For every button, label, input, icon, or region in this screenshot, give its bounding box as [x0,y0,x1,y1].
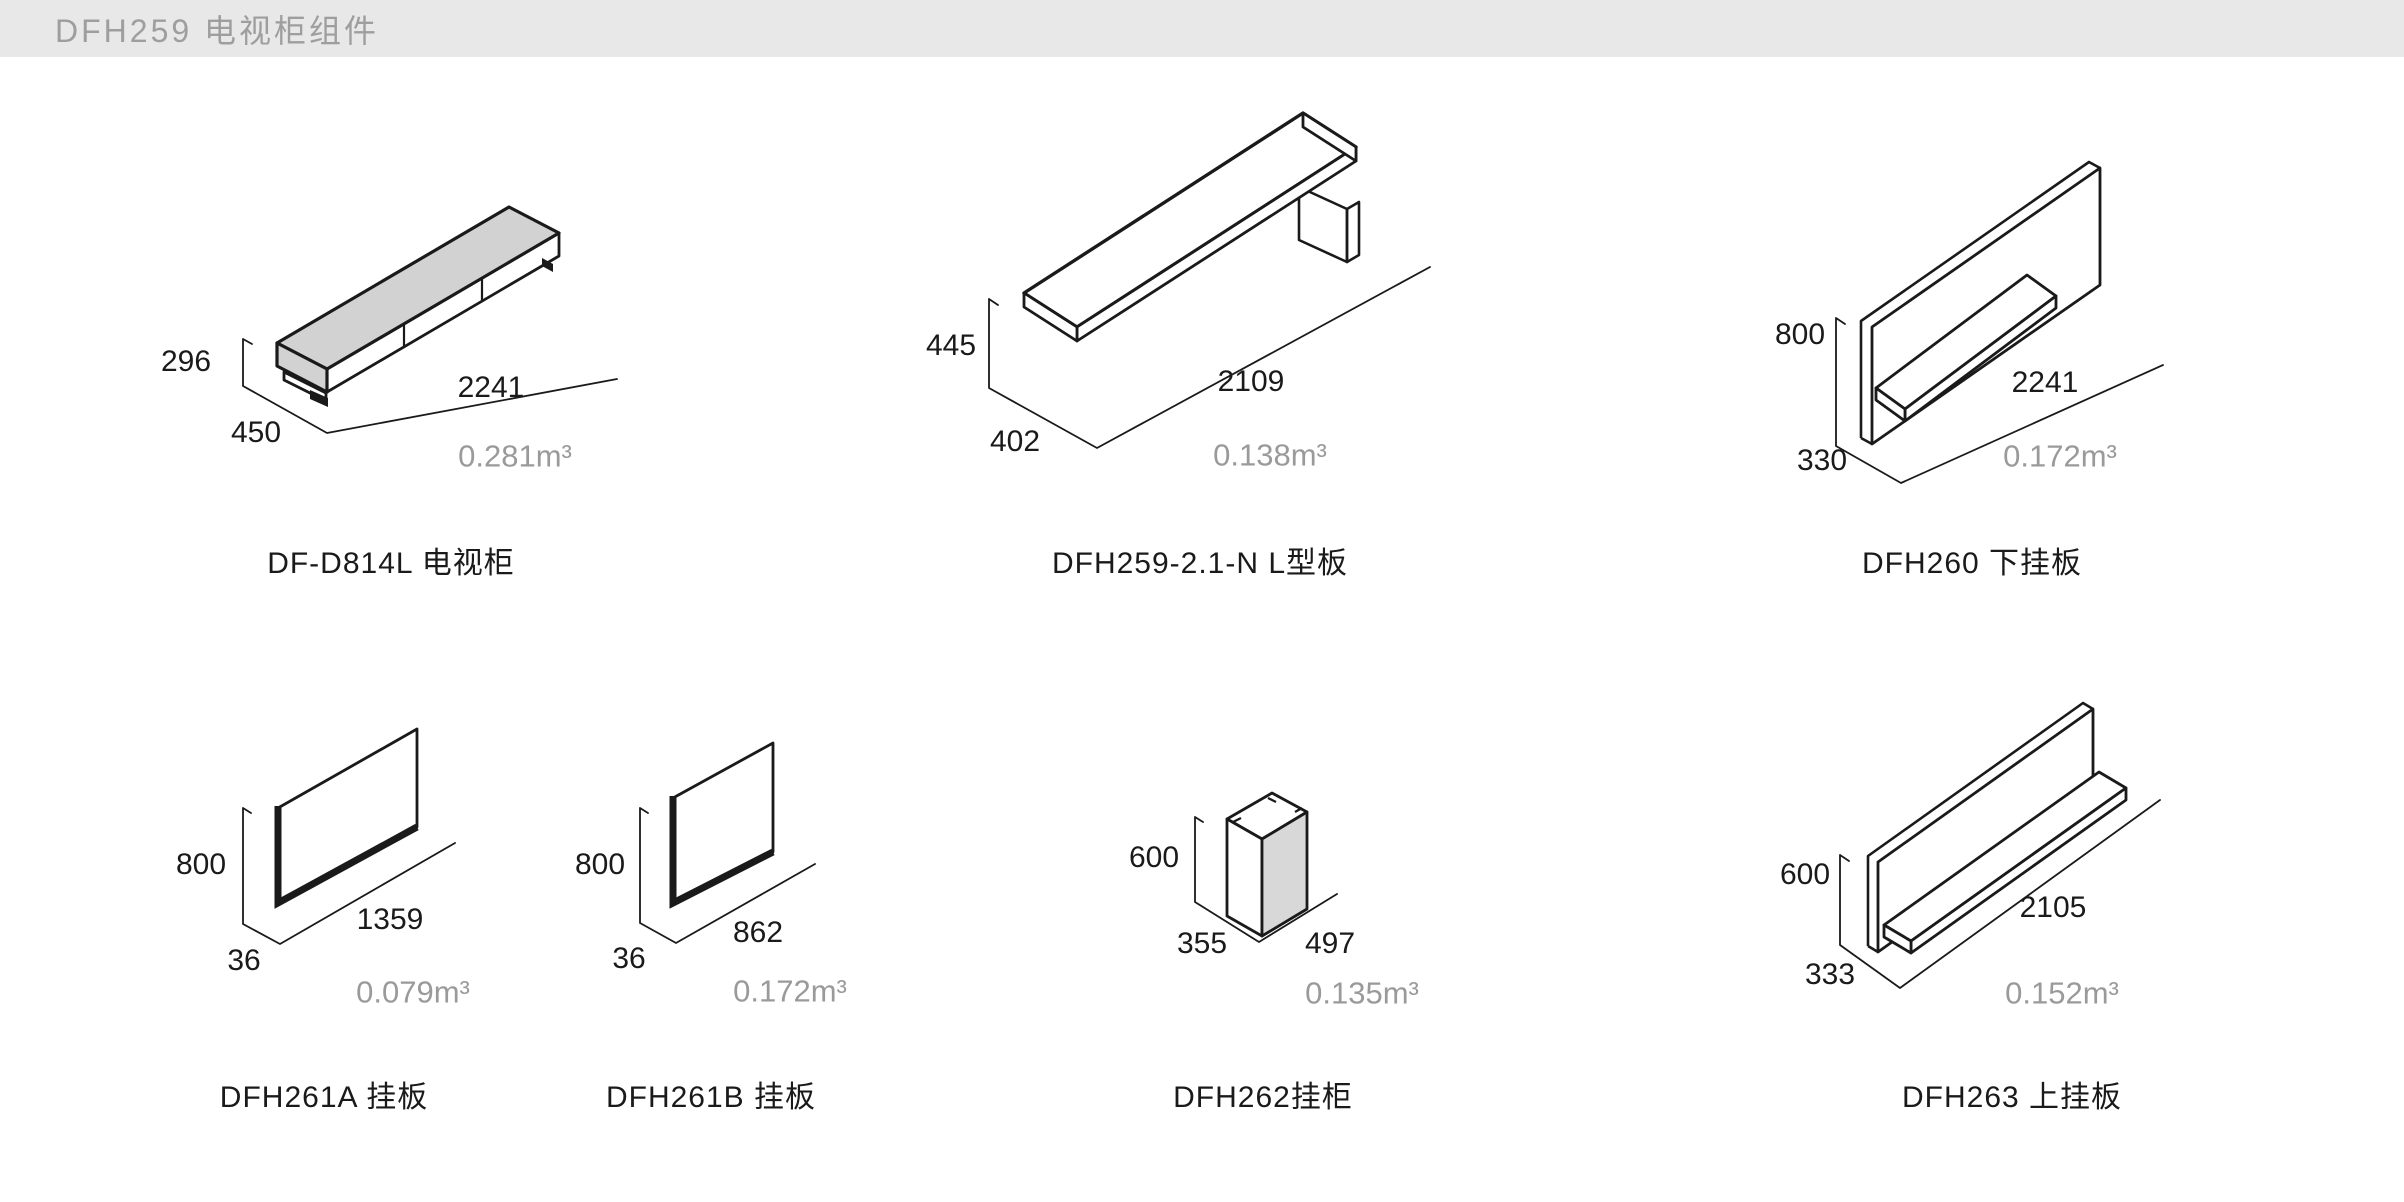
dim-height: 296 [160,345,212,378]
tv-stand-dimension-lines [242,338,618,434]
dim-height: 800 [1774,318,1826,351]
page-title: DFH259 电视柜组件 [55,12,380,49]
upper-shelf-thickness-edges [1866,701,2094,954]
dim-height: 600 [1779,858,1831,891]
l-board-top-face [1022,111,1358,329]
dim-depth: 333 [1804,958,1856,991]
drawing-panel-a [242,727,456,945]
panel-b-dimension-lines [639,807,816,944]
drawing-upper-wall-shelf [1839,701,2161,989]
tv-stand-foot-right [542,258,553,272]
dim-height: 445 [925,329,977,362]
dim-width: 2241 [2011,366,2079,399]
dim-width: 862 [732,916,784,949]
volume-label: 0.138m³ [1213,437,1327,473]
lower-panel-dimension-lines [1835,317,2164,484]
panel-a-dimension-lines [242,807,456,945]
drawing-wall-cabinet [1194,791,1338,943]
dim-width: 2109 [1217,365,1285,398]
tv-stand-top-face [275,205,561,371]
dim-depth: 36 [612,942,646,975]
dim-depth: 450 [230,416,282,449]
l-board-leg-edge [1345,200,1361,264]
tv-stand-end-face [275,341,329,394]
panel-b-thick-edges [669,796,775,909]
dim-width: 1359 [356,903,424,936]
volume-label: 0.172m³ [733,973,847,1009]
volume-label: 0.172m³ [2003,438,2117,474]
item-caption: DFH261B 挂板 [605,1081,817,1114]
upper-shelf-shelf-end [1882,923,1913,955]
dim-depth: 355 [1176,927,1228,960]
dim-width: 2241 [457,371,525,404]
dim-height: 800 [574,848,626,881]
header-bar: DFH259 电视柜组件 [0,0,2404,57]
item-caption: DFH261A 挂板 [219,1081,429,1114]
item-caption: DFH262挂柜 [1173,1081,1353,1114]
dim-depth: 402 [989,425,1041,458]
dim-height: 800 [175,848,227,881]
item-caption: DFH260 下挂板 [1861,547,2083,580]
wall-cabinet-side-face [1260,810,1309,938]
item-caption: DFH259-2.1-N L型板 [1051,547,1349,580]
item-caption: DFH263 上挂板 [1901,1081,2123,1114]
upper-shelf-dimension-lines [1839,799,2161,989]
wall-cabinet-hinge-marks [1232,797,1303,823]
dim-depth: 330 [1796,444,1848,477]
volume-label: 0.152m³ [2005,975,2119,1011]
dim-depth: 36 [227,944,261,977]
lower-panel-thickness-edges [1859,160,2101,446]
tv-stand-foot-left [310,390,328,407]
item-caption: DF-D814L 电视柜 [267,547,515,580]
wall-cabinet-dimension-lines [1194,816,1338,943]
dim-width: 497 [1304,927,1356,960]
panel-a-thick-edges [274,806,419,909]
volume-label: 0.079m³ [356,974,470,1010]
volume-label: 0.135m³ [1305,975,1419,1011]
dim-height: 600 [1128,841,1180,874]
volume-label: 0.281m³ [458,438,572,474]
tv-stand-door-dividers [402,278,484,347]
l-board-left-end [1022,291,1079,343]
drawing-lower-wall-panel [1835,160,2164,484]
lower-panel-shelf-end [1874,386,1907,423]
drawing-panel-b [639,741,816,944]
drawing-tv-stand [242,205,618,434]
dim-width: 2105 [2019,891,2087,924]
l-board-dimension-lines [988,266,1431,449]
l-board-leg-face [1297,185,1349,264]
wall-cabinet-front-face [1225,817,1264,938]
drawing-l-board [988,111,1431,449]
l-board-right-end [1301,111,1358,163]
